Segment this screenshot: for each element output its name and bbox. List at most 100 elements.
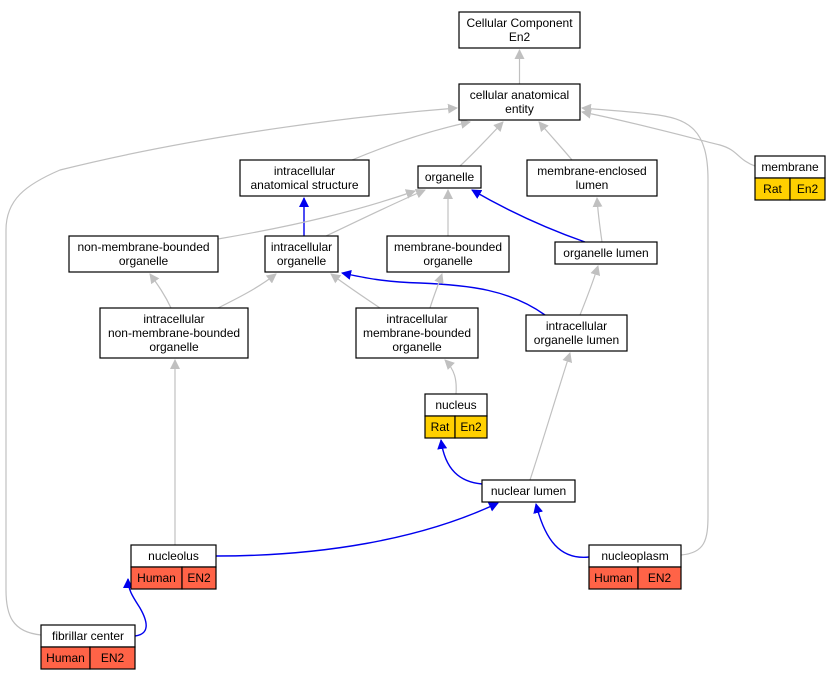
- edge-org-to-cae: [459, 121, 504, 167]
- edge-nuc-to-imbo: [444, 359, 457, 395]
- node-label-line: nucleus: [435, 398, 476, 412]
- edge-nup-to-cae: [581, 103, 709, 556]
- node-nl[interactable]: nuclear lumen: [481, 479, 576, 503]
- edge-fc-to-nuo: [123, 578, 147, 637]
- gene-cell: [637, 566, 682, 590]
- node-inmbo[interactable]: intracellularnon-membrane-boundedorganel…: [99, 307, 249, 359]
- edges-layer: [5, 49, 756, 637]
- species-label: Human: [46, 651, 85, 665]
- edge-inmbo-to-nmbo: [149, 273, 172, 309]
- node-box: [99, 307, 249, 359]
- edge-nl-to-iol: [529, 352, 573, 481]
- node-label-line: intracellular: [143, 312, 204, 326]
- edge-nup-to-nl: [533, 503, 590, 558]
- node-label-line: intracellular: [546, 319, 607, 333]
- gene-cell: [89, 646, 136, 670]
- node-label-line: organelle: [119, 254, 169, 268]
- node-label-line: organelle lumen: [563, 246, 648, 260]
- edge-ol-to-mel: [592, 197, 603, 243]
- node-label-line: organelle: [392, 340, 442, 354]
- node-box: [525, 314, 628, 352]
- gene-cell: [454, 415, 488, 439]
- edge-ias-to-cae: [351, 118, 471, 161]
- node-label-line: organelle: [149, 340, 199, 354]
- edge-iol-to-ol: [579, 265, 601, 316]
- node-label-line: organelle: [277, 254, 327, 268]
- node-label-line: membrane: [761, 160, 819, 174]
- edge-io-to-org: [325, 188, 426, 237]
- edge-imbo-to-mbo: [429, 273, 444, 309]
- node-label-line: nuclear lumen: [491, 484, 566, 498]
- edge-nl-to-nuc: [437, 439, 483, 485]
- node-label-line: membrane-bounded: [394, 240, 502, 254]
- node-label-line: lumen: [576, 178, 609, 192]
- edge-mem-to-cae: [581, 108, 756, 167]
- node-label-line: fibrillar center: [52, 629, 124, 643]
- node-label-line: organelle lumen: [534, 333, 619, 347]
- node-label-line: intracellular: [271, 240, 332, 254]
- node-label-line: nucleoplasm: [601, 549, 668, 563]
- node-label-line: intracellular: [274, 164, 335, 178]
- edge-inmbo-to-io: [217, 273, 277, 309]
- node-label-line: intracellular: [386, 312, 447, 326]
- node-label-line: non-membrane-bounded: [77, 240, 209, 254]
- node-label-line: membrane-enclosed: [537, 164, 646, 178]
- species-label: Rat: [763, 182, 782, 196]
- node-ol[interactable]: organelle lumen: [554, 241, 658, 265]
- node-label-line: anatomical structure: [250, 178, 358, 192]
- node-box: [458, 83, 581, 121]
- node-label-line: En2: [509, 30, 531, 44]
- node-box: [355, 307, 479, 359]
- species-label: Rat: [431, 420, 450, 434]
- edge-nmbo-to-org: [217, 189, 416, 240]
- edge-fc-to-cae: [5, 103, 458, 636]
- node-box: [554, 241, 658, 265]
- node-box: [239, 159, 370, 197]
- gene-label: EN2: [648, 571, 672, 585]
- gene-cell: [789, 177, 826, 201]
- gene-label: En2: [797, 182, 819, 196]
- node-box: [386, 235, 510, 273]
- node-label-line: organelle: [423, 254, 473, 268]
- edge-nuo-to-nl: [215, 502, 499, 557]
- species-label: Human: [137, 571, 176, 585]
- node-label-line: entity: [505, 102, 534, 116]
- node-label-line: organelle: [425, 170, 475, 184]
- node-label-line: cellular anatomical: [470, 88, 569, 102]
- node-box: [458, 11, 581, 49]
- node-label-line: Cellular Component: [466, 16, 573, 30]
- node-box: [526, 159, 658, 197]
- gene-label: En2: [460, 420, 482, 434]
- node-box: [68, 235, 219, 273]
- edge-ol-to-org: [471, 189, 586, 243]
- node-box: [481, 479, 576, 503]
- node-box: [264, 235, 339, 273]
- node-box: [417, 165, 482, 189]
- species-label: Human: [594, 571, 633, 585]
- edge-iol-to-io: [341, 270, 546, 316]
- node-label-line: non-membrane-bounded: [108, 326, 240, 340]
- gene-label: EN2: [187, 571, 211, 585]
- node-label-line: nucleolus: [148, 549, 199, 563]
- edge-imbo-to-io: [330, 273, 381, 309]
- edge-mel-to-cae: [538, 121, 573, 161]
- node-org[interactable]: organelle: [417, 165, 482, 189]
- gene-label: EN2: [101, 651, 125, 665]
- node-label-line: membrane-bounded: [363, 326, 471, 340]
- gene-cell: [181, 566, 217, 590]
